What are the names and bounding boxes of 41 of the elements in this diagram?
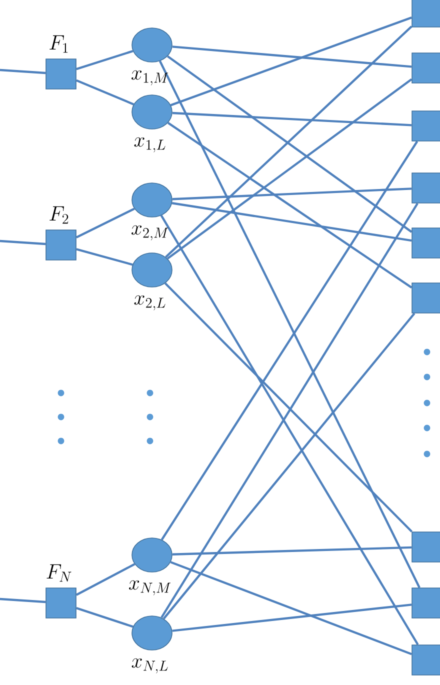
square-node bbox=[412, 282, 440, 314]
connector-line bbox=[166, 55, 412, 233]
connector-line bbox=[76, 607, 134, 628]
connector-line bbox=[76, 50, 134, 70]
connector-line bbox=[0, 240, 46, 246]
connector-line bbox=[172, 112, 412, 126]
connector-line bbox=[76, 79, 134, 106]
connector-line bbox=[172, 188, 412, 200]
connector-line bbox=[170, 561, 412, 656]
node-label: $x_{1,M}$ bbox=[132, 70, 168, 86]
connector-line bbox=[167, 122, 412, 288]
connector-line bbox=[76, 563, 136, 596]
connector-line bbox=[170, 16, 412, 106]
connector-line bbox=[172, 604, 412, 632]
connector-line bbox=[164, 26, 412, 258]
node-label: $x_{2,L}$ bbox=[134, 295, 166, 310]
square-node bbox=[412, 0, 440, 28]
node-label: $x_{2,M}$ bbox=[132, 225, 168, 240]
node-label: $x_{N,L}$ bbox=[132, 658, 168, 674]
connector-line bbox=[76, 248, 133, 266]
connector-line bbox=[0, 598, 46, 604]
connector-line bbox=[166, 78, 412, 260]
connector-line bbox=[164, 282, 413, 532]
node-label: $x_{N,M}$ bbox=[129, 580, 171, 596]
node-label: $F_1$ bbox=[50, 35, 68, 53]
connector-line bbox=[0, 68, 46, 74]
square-node bbox=[412, 532, 440, 562]
square-node bbox=[412, 172, 440, 204]
node-label: $F_N$ bbox=[46, 564, 72, 582]
square-node bbox=[412, 52, 440, 84]
connector-line bbox=[158, 60, 420, 588]
square-node bbox=[412, 588, 440, 618]
connector-line bbox=[76, 208, 135, 238]
node-label: $F_2$ bbox=[50, 206, 68, 224]
connector-line bbox=[172, 46, 412, 68]
connector-line bbox=[172, 202, 412, 242]
square-node bbox=[412, 228, 440, 258]
connector-line bbox=[160, 140, 418, 540]
connector-line bbox=[172, 546, 412, 556]
node-label: $x_{1,L}$ bbox=[134, 137, 166, 152]
connector-line bbox=[162, 312, 416, 620]
